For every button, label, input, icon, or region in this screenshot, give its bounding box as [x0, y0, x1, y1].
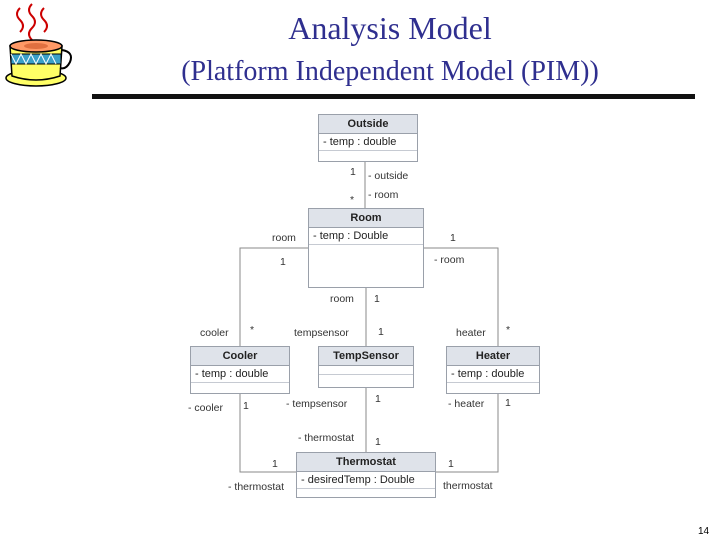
class-cooler[interactable]: Cooler - temp : double: [190, 346, 290, 394]
role-label: - tempsensor: [286, 398, 348, 410]
role-label: heater: [456, 327, 486, 339]
class-name: Outside: [319, 115, 417, 134]
multiplicity-label: 1: [450, 232, 456, 244]
multiplicity-label: 1: [375, 393, 381, 405]
room-heater-association: [424, 247, 499, 346]
page-number: 14: [698, 526, 710, 537]
role-label: room: [272, 232, 296, 244]
role-label: - room: [368, 189, 399, 201]
class-outside[interactable]: Outside - temp : double: [318, 114, 418, 162]
page-subtitle: (Platform Independent Model (PIM)): [181, 56, 599, 87]
role-label: - heater: [448, 398, 485, 410]
role-label: - thermostat: [298, 432, 355, 444]
class-attribute: - temp : double: [319, 134, 417, 151]
class-attribute: - temp : double: [447, 366, 539, 383]
class-name: Thermostat: [297, 453, 435, 472]
role-label: - outside: [368, 170, 409, 182]
role-label: - room: [434, 254, 465, 266]
multiplicity-label: *: [250, 324, 255, 336]
role-label: - thermostat: [228, 481, 285, 493]
class-operations: [319, 151, 417, 159]
multiplicity-label: 1: [280, 256, 286, 268]
class-operations: [319, 375, 413, 383]
multiplicity-label: 1: [375, 436, 381, 448]
heater-thermostat-association: [436, 394, 499, 473]
class-name: TempSensor: [319, 347, 413, 366]
role-label: - cooler: [188, 402, 224, 414]
multiplicity-label: 1: [243, 400, 249, 412]
class-attribute: [319, 366, 413, 375]
class-name: Cooler: [191, 347, 289, 366]
multiplicity-label: *: [506, 324, 511, 336]
class-attribute: - temp : double: [191, 366, 289, 383]
coffee-cup-icon: [5, 3, 72, 87]
multiplicity-label: 1: [505, 397, 511, 409]
class-attribute: - temp : Double: [309, 228, 423, 245]
multiplicity-label: *: [350, 194, 355, 206]
title-divider: [92, 94, 695, 99]
room-cooler-association: [239, 247, 308, 346]
class-name: Heater: [447, 347, 539, 366]
multiplicity-label: 1: [448, 458, 454, 470]
multiplicity-label: 1: [378, 326, 384, 338]
class-room[interactable]: Room - temp : Double: [308, 208, 424, 288]
multiplicity-label: 1: [272, 458, 278, 470]
class-operations: [309, 245, 423, 253]
class-operations: [191, 383, 289, 391]
multiplicity-label: 1: [350, 166, 356, 178]
class-attribute: - desiredTemp : Double: [297, 472, 435, 489]
role-label: cooler: [200, 327, 229, 339]
class-heater[interactable]: Heater - temp : double: [446, 346, 540, 394]
role-label: thermostat: [443, 480, 493, 492]
class-operations: [297, 489, 435, 497]
page-title: Analysis Model: [288, 10, 492, 46]
role-label: room: [330, 293, 354, 305]
class-operations: [447, 383, 539, 391]
class-tempsensor[interactable]: TempSensor: [318, 346, 414, 388]
class-thermostat[interactable]: Thermostat - desiredTemp : Double: [296, 452, 436, 498]
multiplicity-label: 1: [374, 293, 380, 305]
cooler-thermostat-association: [239, 394, 296, 473]
role-label: tempsensor: [294, 327, 349, 339]
class-name: Room: [309, 209, 423, 228]
